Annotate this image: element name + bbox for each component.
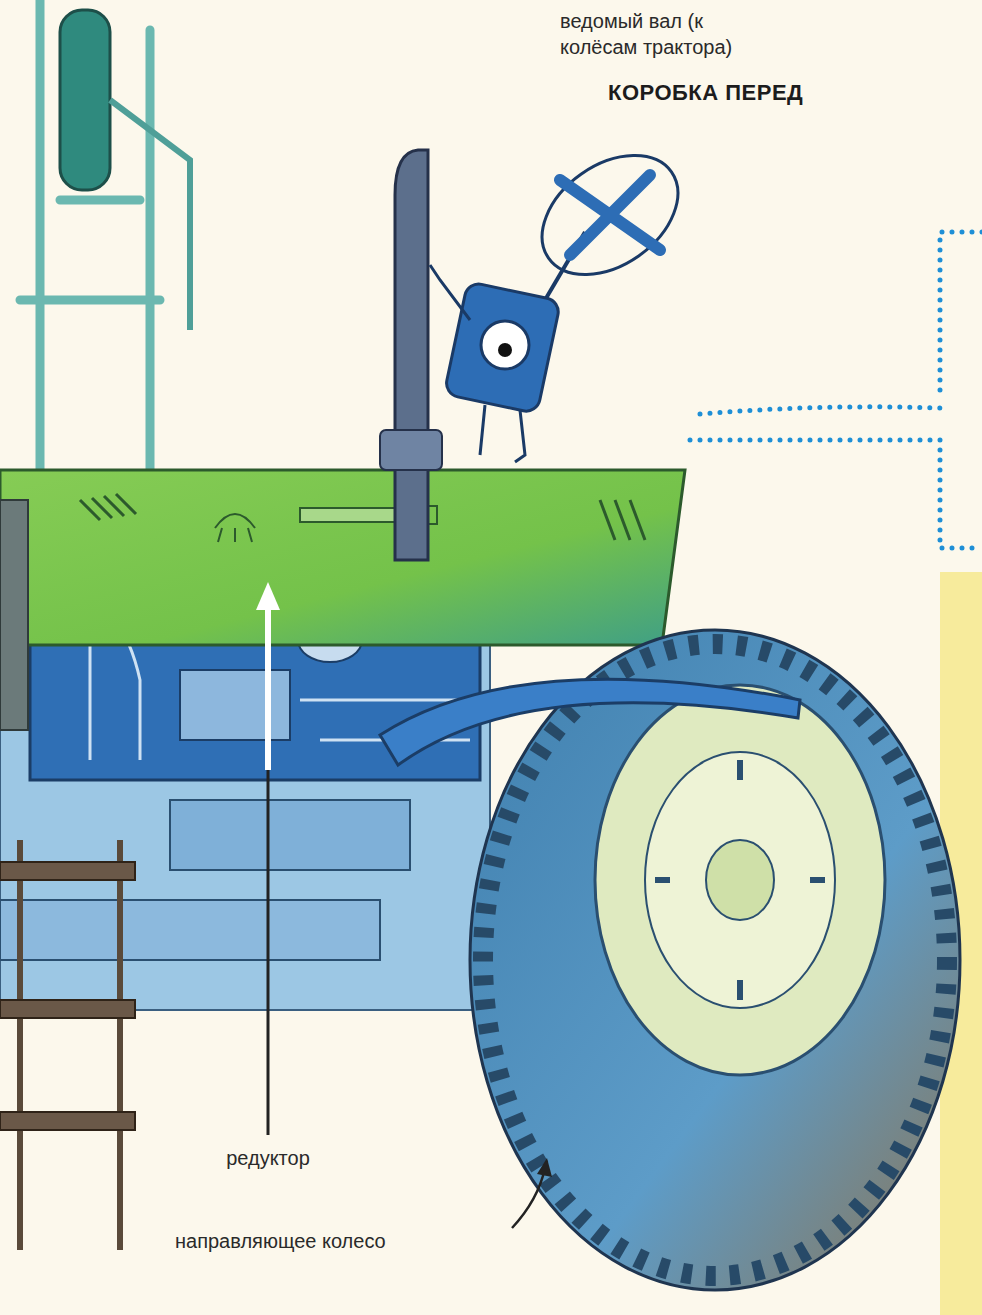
mirror <box>60 10 110 190</box>
frame-rail <box>0 900 380 960</box>
gearbox-character <box>430 131 700 462</box>
character-limbs <box>430 265 525 462</box>
wheel-disc <box>645 752 835 1008</box>
leader-arrowhead <box>256 582 280 610</box>
part-label: редуктор <box>168 1145 368 1171</box>
fender <box>380 679 800 765</box>
character-pupil <box>498 343 512 357</box>
section-title: КОРОБКА ПЕРЕД <box>608 80 803 106</box>
dotted-bracket <box>690 232 982 548</box>
part-label: направляющее колесо <box>175 1228 475 1254</box>
exhaust-pipe <box>395 150 428 560</box>
leader-line <box>267 770 270 1135</box>
muffler <box>380 430 442 470</box>
wheel-rim <box>595 685 885 1075</box>
character-eye <box>481 321 529 369</box>
gearbox-housing <box>180 670 290 740</box>
wheel-bolts <box>655 760 825 1000</box>
frame-part <box>170 800 410 870</box>
leader-line <box>512 1168 545 1228</box>
hood <box>0 470 685 645</box>
wheel-hub <box>706 840 774 920</box>
mirror-arm <box>110 100 190 330</box>
leader-arrow <box>265 605 271 770</box>
part-label: ведомый вал (к колёсам трактора) <box>560 8 775 60</box>
wheel-tire <box>470 630 960 1290</box>
step <box>0 1112 135 1130</box>
step <box>0 862 135 880</box>
headlight-symbol <box>215 514 255 542</box>
step-rails <box>20 840 120 1250</box>
fan-blades <box>560 175 660 255</box>
leader-arrowhead <box>537 1158 552 1177</box>
fan-ring <box>520 131 700 299</box>
character-body <box>444 281 561 413</box>
wheel-tread <box>483 644 947 1276</box>
step <box>0 1000 135 1018</box>
hood-grille <box>80 494 645 540</box>
hood-vent <box>300 508 400 522</box>
cab-window <box>0 500 28 730</box>
cab-frame <box>20 0 160 520</box>
